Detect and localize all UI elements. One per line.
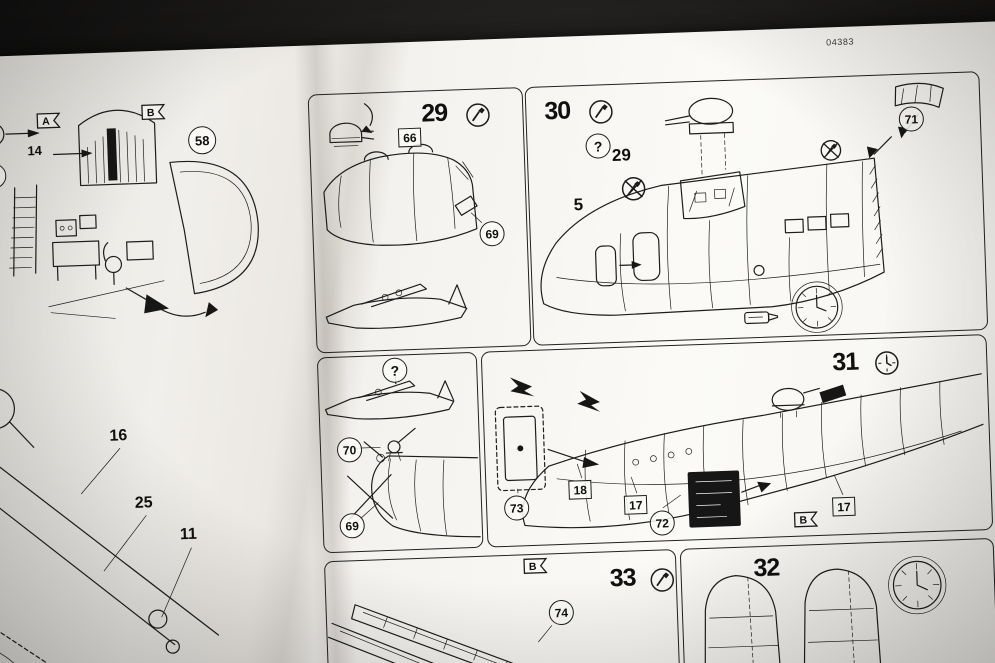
part-callout-5: 5 — [573, 195, 584, 215]
part-callout-25: 25 — [134, 494, 153, 512]
clock-icon — [874, 350, 900, 376]
svg-text:B: B — [147, 107, 155, 119]
step-30-number: 30 — [543, 96, 571, 126]
step-29-assembly-art — [323, 103, 482, 329]
step-32-panel: 32 — [679, 537, 995, 663]
version-choice-art — [324, 377, 481, 538]
part-callout-18: 18 — [568, 479, 593, 500]
step-29-number: 29 — [420, 98, 448, 128]
right-page: 29 66 69 — [306, 22, 995, 663]
no-glue-icon — [820, 139, 843, 162]
part-callout-14: 14 — [27, 142, 43, 159]
svg-text:B: B — [799, 514, 807, 526]
step-32-assembly-art — [704, 556, 947, 663]
step-33-assembly-art — [327, 604, 561, 663]
step-31-number: 31 — [831, 347, 859, 377]
version-choice-panel: ? 70 69 — [316, 351, 484, 554]
glue-brush-icon — [465, 102, 491, 128]
part-callout-11: 11 — [179, 525, 198, 544]
instruction-sheet: 04383 — [0, 18, 995, 663]
left-page-assembly-art — [0, 109, 259, 663]
version-flag-a: A — [36, 112, 61, 129]
version-flag-b: B — [523, 557, 548, 575]
step-29-panel: 29 66 69 — [307, 87, 532, 354]
step-31-panel: 31 73 18 17 72 17 B — [480, 334, 994, 548]
svg-text:B: B — [529, 561, 537, 573]
step-33-number: 33 — [609, 563, 636, 593]
step-32-number: 32 — [752, 553, 780, 583]
glue-brush-icon — [649, 567, 675, 593]
part-callout-66: 66 — [397, 127, 422, 148]
svg-text:A: A — [42, 116, 50, 128]
subassembly-callout-29: 29 — [611, 145, 632, 165]
left-page: A B 14 59 58 16 25 11 — [0, 45, 342, 663]
version-flag-b: B — [793, 511, 819, 528]
part-callout-17: 17 — [623, 494, 648, 515]
version-flag-b: B — [141, 103, 166, 121]
glue-brush-icon — [588, 99, 614, 125]
no-glue-icon — [621, 176, 647, 202]
step-33-panel: 33 74 B — [323, 549, 682, 663]
step-31-assembly-art — [494, 373, 984, 529]
part-callout-16: 16 — [109, 427, 128, 445]
step-30-assembly-art — [540, 82, 944, 333]
part-callout-17: 17 — [832, 496, 857, 517]
step-30-panel: 30 ? 29 5 71 — [524, 71, 989, 346]
